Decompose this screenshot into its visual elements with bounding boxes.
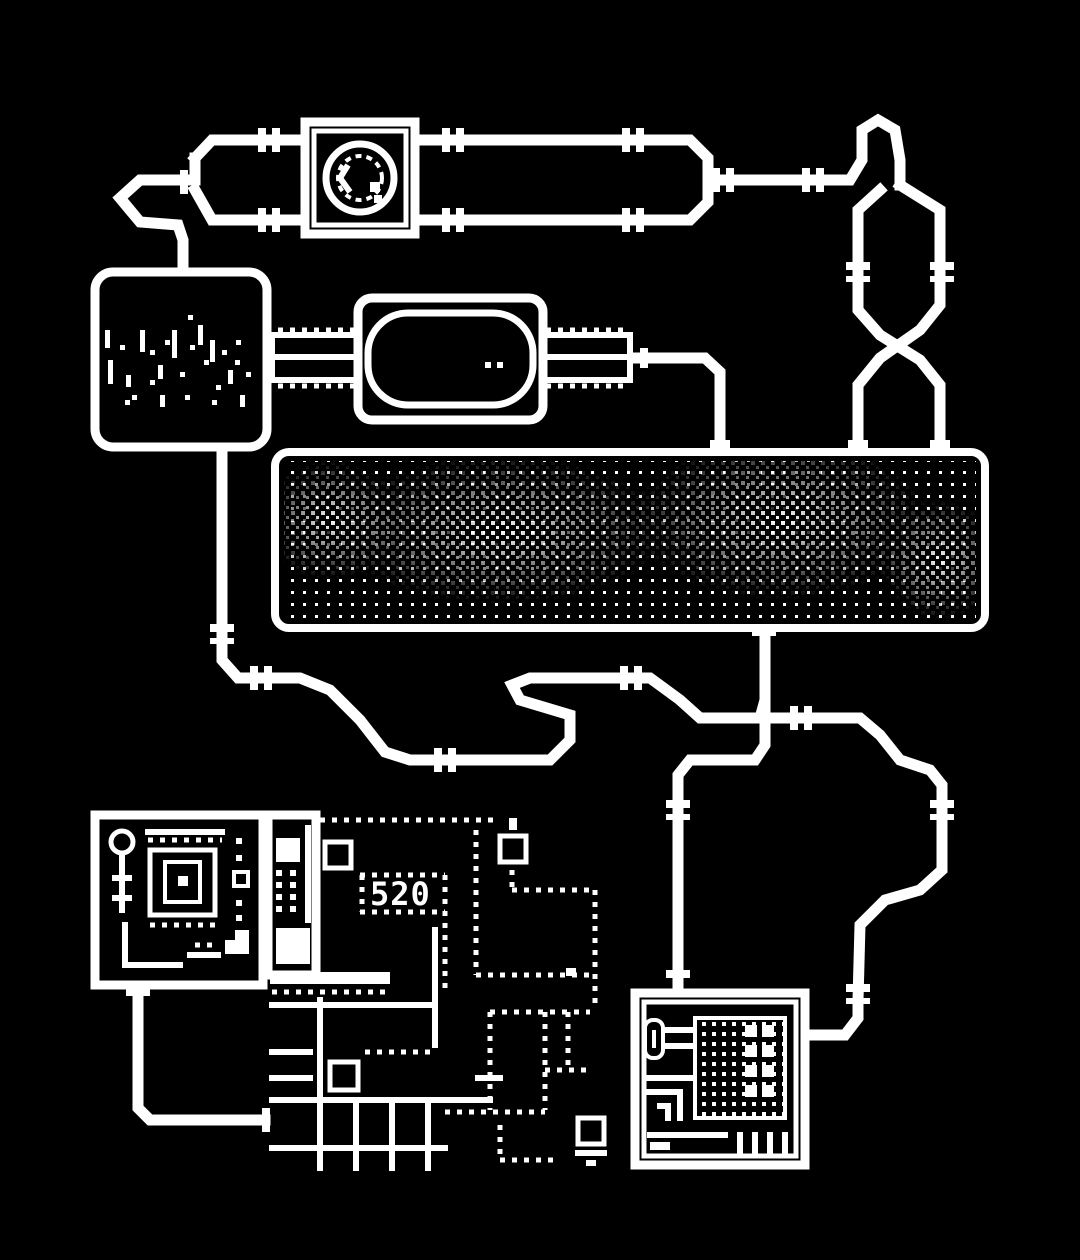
- pipe-braid-b: [852, 182, 946, 456]
- pipe-top-lower: [187, 174, 714, 226]
- counter-readout: 520: [370, 875, 431, 913]
- pipe-left-vertical: [216, 442, 771, 766]
- pipe-network: [112, 113, 948, 1126]
- pipe-top-right: [702, 113, 906, 191]
- gauge-module: [300, 117, 420, 239]
- pipe-center-down: [672, 694, 771, 991]
- console-module: [90, 810, 268, 990]
- screen-noise: [105, 315, 251, 407]
- control-panel-module: [630, 988, 810, 1170]
- pipe-braid-a: [852, 177, 946, 456]
- capsule-module: [269, 293, 633, 425]
- pipe-top-upper: [187, 134, 714, 186]
- halftone-tank: [271, 448, 989, 632]
- left-screen-module: [90, 267, 272, 452]
- circuit-board: 520: [263, 810, 607, 1171]
- pipe-bottom-left: [132, 984, 271, 1126]
- pipe-right-run: [764, 712, 948, 1041]
- pipe-fittings: [126, 128, 954, 1132]
- pipe-mid-right: [629, 352, 726, 456]
